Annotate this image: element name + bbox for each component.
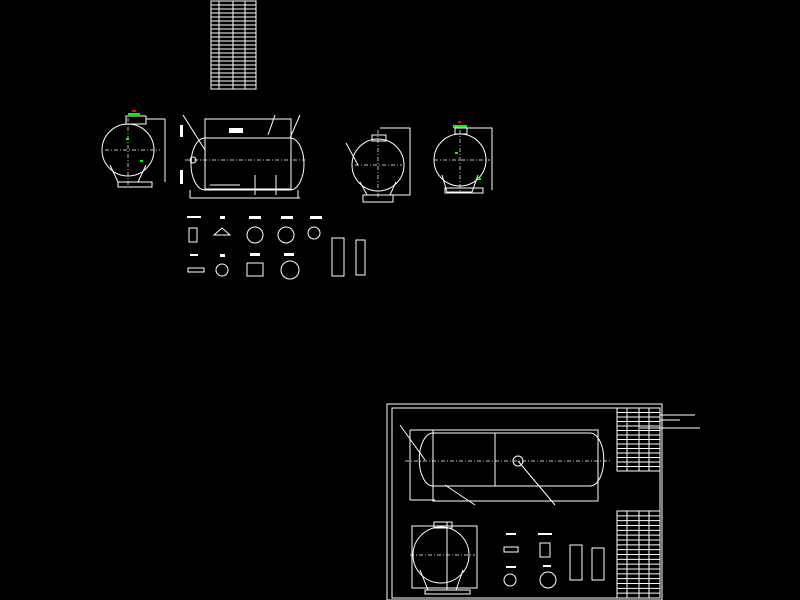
end-view-right (433, 121, 493, 194)
vessel-side-view (345, 127, 411, 203)
sheet-end-view (410, 521, 478, 595)
vessel-front-view (180, 114, 305, 199)
drawing-sheet (386, 403, 700, 600)
sheet-details (503, 533, 605, 589)
sheet-vessel-view (399, 424, 612, 506)
parts-list-table (210, 0, 257, 90)
detail-views (187, 216, 366, 280)
end-view-left (101, 110, 166, 188)
title-block-lower (616, 510, 661, 599)
title-block-upper (616, 407, 700, 472)
